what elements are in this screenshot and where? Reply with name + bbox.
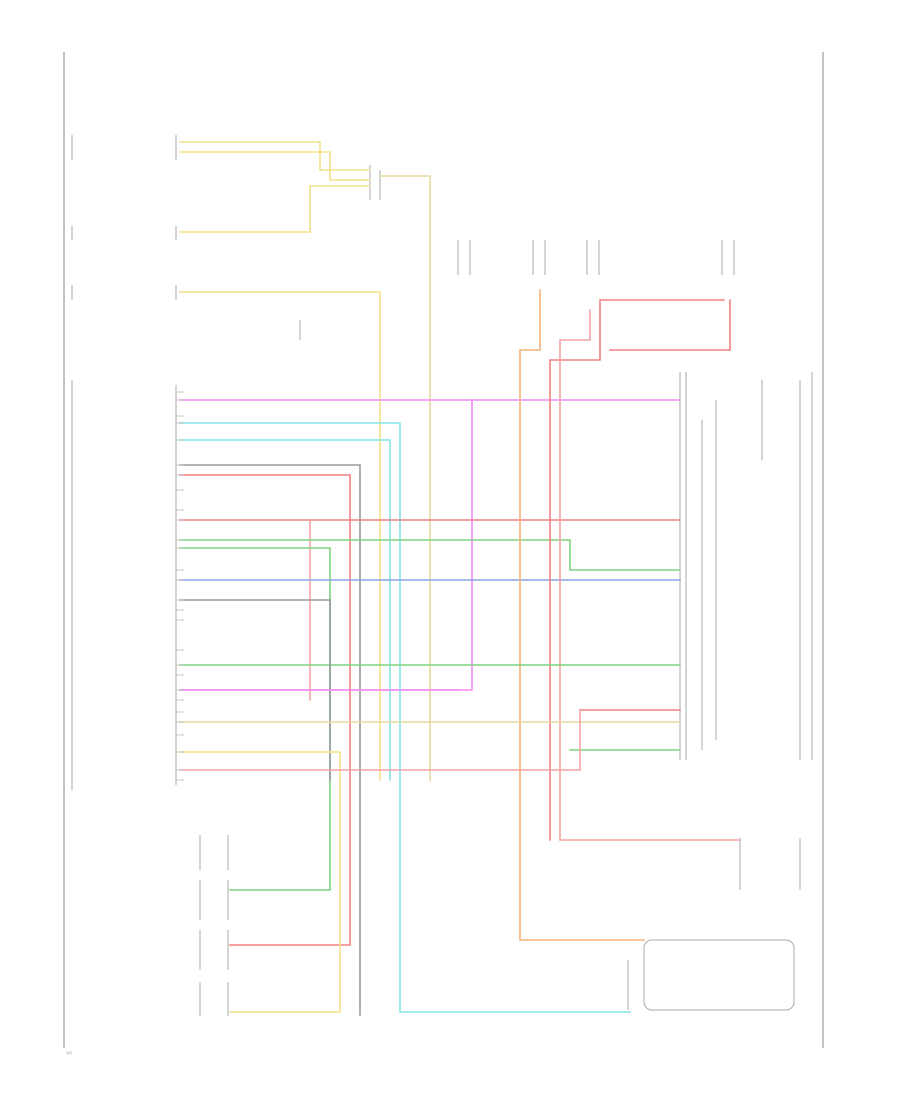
right-brackets (627, 372, 813, 1011)
wire-orange-1 (519, 289, 645, 941)
wire-layer (179, 141, 741, 1016)
wire-tan-long (379, 175, 431, 781)
wire-red-4 (609, 299, 731, 351)
wire-pink-3 (179, 709, 581, 771)
wire-yellow-top-2 (179, 151, 371, 181)
wire-cyan-2 (179, 439, 391, 781)
wire-gray-1 (179, 464, 361, 1016)
wire-yellow-mid (179, 291, 381, 781)
wire-yellow-bottom (179, 751, 341, 1013)
top-connectors (299, 165, 735, 340)
wire-yellow-top-3 (179, 185, 371, 233)
pin-rows (176, 391, 184, 781)
wire-pink-2 (559, 309, 741, 841)
wire-magenta-2 (179, 399, 473, 691)
wire-green-1 (179, 539, 681, 571)
wire-yellow-top-1 (179, 141, 371, 171)
wire-red-1 (179, 474, 351, 946)
wire-cyan-1 (179, 422, 631, 1013)
wire-red-3 (549, 299, 725, 841)
left-brackets (71, 135, 229, 1016)
wire-gray-2 (179, 599, 331, 781)
page-number: 1/1 (66, 1050, 73, 1055)
